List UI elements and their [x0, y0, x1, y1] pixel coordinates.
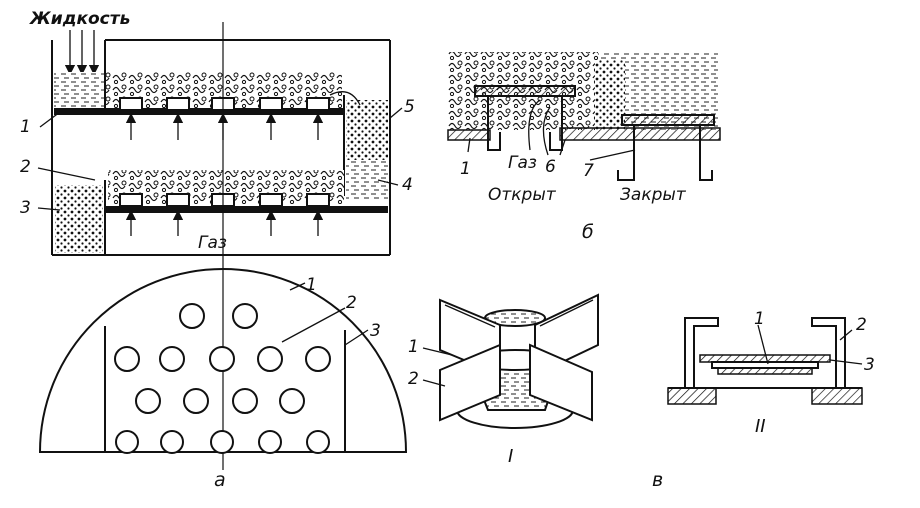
callout-b-7: 7 — [583, 161, 594, 181]
callout-c-I-1: 1 — [408, 337, 419, 357]
lower-bubble-caps — [119, 193, 330, 207]
closed-valve-disc — [621, 114, 715, 126]
callout-b-1: 1 — [460, 159, 471, 179]
upper-gas-arrows — [125, 112, 324, 140]
state-open: Открыт — [488, 185, 557, 205]
panel-a-plan-view: 1 2 3 а — [38, 268, 408, 491]
downcomer-liquid — [346, 160, 388, 200]
caption-a: а — [214, 469, 226, 491]
lower-gas-arrows — [125, 209, 324, 236]
panel-c-figure-I: 1 2 I — [408, 293, 599, 467]
cap-holes — [114, 303, 331, 454]
inlet-liquid — [54, 72, 104, 108]
callout-c-I-2: 2 — [408, 369, 419, 389]
callout-c-II-2: 2 — [856, 315, 867, 335]
callout-plan-2: 2 — [346, 293, 357, 313]
panel-c-figure-II: 1 2 3 II в — [652, 309, 875, 491]
callout-a-5: 5 — [404, 97, 415, 117]
lower-tray-plate — [105, 206, 388, 213]
callout-plan-3: 3 — [370, 321, 381, 341]
panel-a-section-view: Жидкость Газ 1 2 3 4 5 — [20, 9, 415, 470]
callout-b-6: 6 — [545, 157, 556, 177]
gas-label-b: Газ — [508, 153, 537, 173]
callout-c-II-3: 3 — [864, 355, 875, 375]
liquid-inlet-arrows — [64, 30, 100, 76]
caption-c: в — [652, 469, 663, 491]
caption-b: б — [582, 221, 594, 243]
open-valve-disc — [474, 85, 576, 97]
upper-downcomer-flow — [346, 100, 388, 160]
gas-label-a: Газ — [198, 233, 227, 253]
callout-a-2: 2 — [20, 157, 31, 177]
callout-a-4: 4 — [402, 175, 413, 195]
callout-a-3: 3 — [20, 198, 31, 218]
bubbles-b — [595, 60, 625, 130]
callout-c-II-1: 1 — [754, 309, 765, 329]
panel-b-valve-states: 1 Газ 6 7 Открыт Закрыт б — [447, 52, 721, 243]
callout-plan-1: 1 — [306, 275, 317, 295]
lower-downcomer-flow — [55, 185, 103, 253]
callout-a-1: 1 — [20, 117, 31, 137]
roman-I: I — [508, 446, 513, 467]
liquid-label: Жидкость — [29, 9, 130, 29]
upper-tray-plate — [54, 108, 344, 115]
state-closed: Закрыт — [620, 185, 687, 205]
roman-II: II — [755, 416, 766, 437]
